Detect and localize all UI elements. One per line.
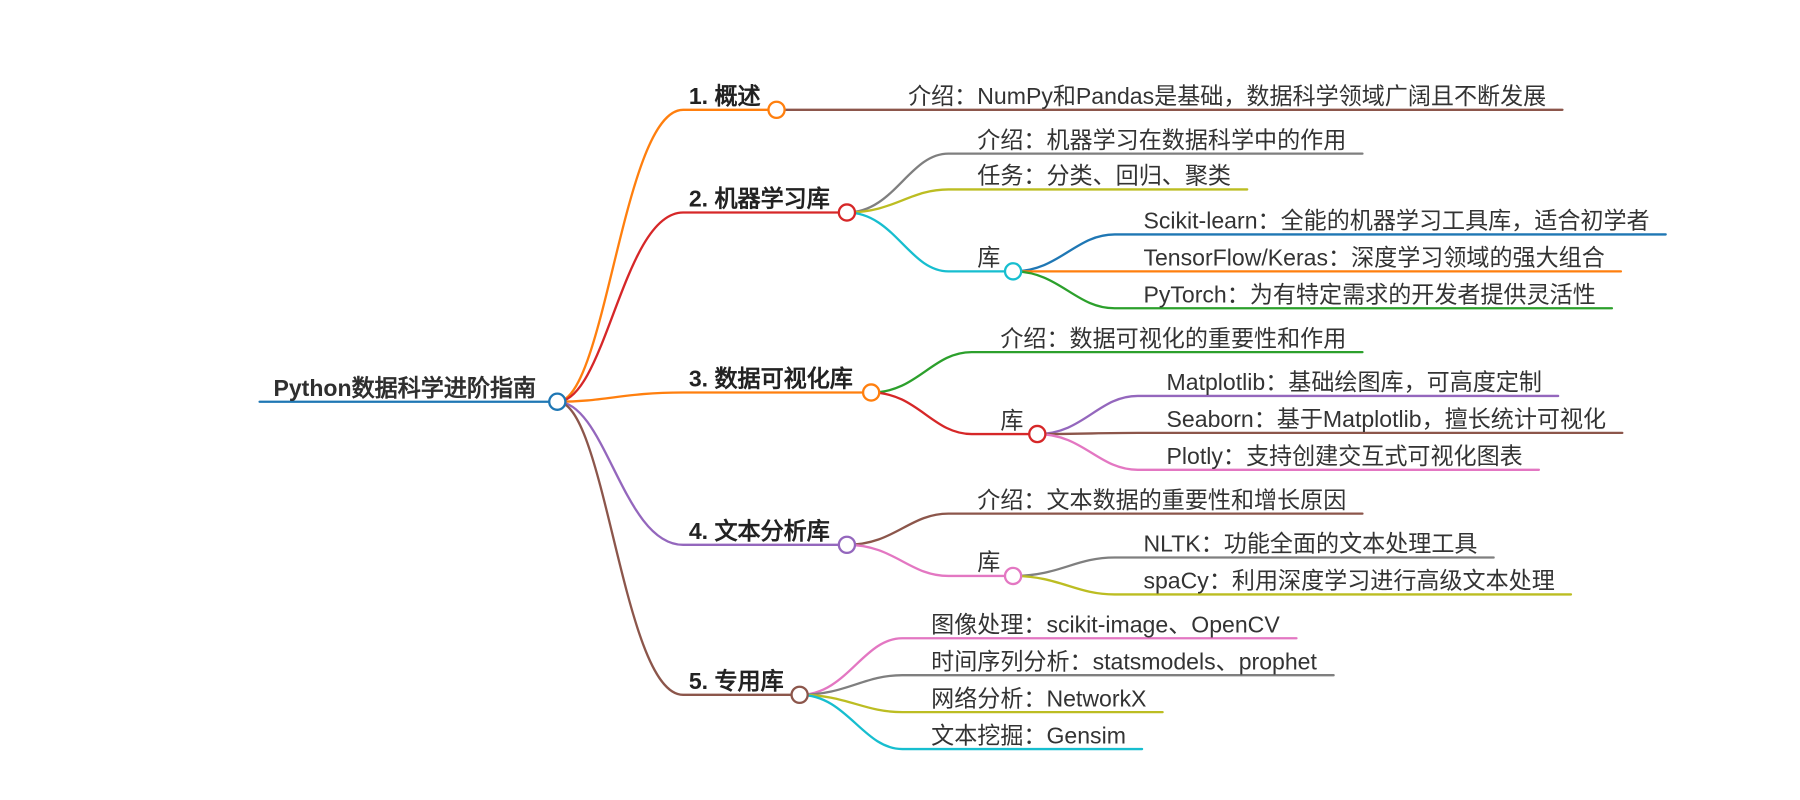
subtopic-node-marker [1028,424,1047,444]
leaf-node: spaCy：利用深度学习进行高级文本处理 [1011,568,1573,596]
leaf-connector [1011,270,1614,310]
leaf-connector [1011,233,1667,273]
root-node-marker [548,392,567,411]
leaf-node: 图像处理：scikit-image、OpenCV [798,612,1298,696]
subtopic-label: 库 [977,549,1000,575]
branch-node-marker [767,100,786,120]
leaf-connector [1036,394,1560,436]
leaf-node: Matplotlib：基础绘图库，可高度定制 [1036,369,1560,436]
branch-connector [556,391,873,403]
leaf-label: Scikit-learn：全能的机器学习工具库，适合初学者 [1143,208,1649,234]
branch-2: 介绍：机器学习在数据科学中的作用 任务：分类、回归、聚类 Scikit-lear… [556,127,1667,403]
branch-4: 介绍：文本数据的重要性和增长原因 NLTK：功能全面的文本处理工具 spaCy：… [556,400,1573,596]
leaf-node: Plotly：支持创建交互式可视化图表 [1036,432,1541,471]
subtopic-label: 库 [1000,407,1023,433]
leaf-label: 介绍：机器学习在数据科学中的作用 [977,127,1346,153]
subtopic-libraries: Scikit-learn：全能的机器学习工具库，适合初学者 TensorFlow… [845,208,1667,310]
branch-node-marker [861,383,881,402]
leaf-node: TensorFlow/Keras：深度学习领域的强大组合 [1011,245,1623,273]
leaf-label: PyTorch：为有特定需求的开发者提供灵活性 [1143,282,1595,308]
subtopic-node-marker [1003,262,1023,281]
leaf-label: Matplotlib：基础绘图库，可高度定制 [1167,369,1542,395]
branch-3: 介绍：数据可视化的重要性和作用 Matplotlib：基础绘图库，可高度定制 S… [556,325,1624,471]
leaf-connector [1036,432,1541,471]
leaf-label: TensorFlow/Keras：深度学习领域的强大组合 [1143,245,1604,271]
leaf-connector [798,693,1144,751]
leaf-connector [845,512,1364,546]
leaf-node: 文本挖掘：Gensim [798,693,1144,751]
leaf-label: 介绍：NumPy和Pandas是基础，数据科学领域广阔且不断发展 [908,83,1546,109]
branch-connector [556,108,778,403]
leaf-label: 文本挖掘：Gensim [931,722,1126,748]
leaf-connector [1011,556,1495,578]
leaf-connector [1036,431,1624,436]
branch-label: 2. 机器学习库 [689,186,830,212]
branch-label: 5. 专用库 [689,668,784,694]
leaf-node: 介绍：数据可视化的重要性和作用 [869,325,1364,394]
leaf-label: 任务：分类、回归、聚类 [977,163,1231,189]
branch-node-marker [837,535,857,555]
leaf-node: 介绍：机器学习在数据科学中的作用 [845,127,1364,214]
subtopic-connector [845,543,1015,578]
leaf-connector [869,350,1364,394]
leaf-label: 图像处理：scikit-image、OpenCV [931,612,1280,638]
mindmap-root: 介绍：NumPy和Pandas是基础，数据科学领域广阔且不断发展 1. 概述 介… [258,83,1667,751]
leaf-connector [798,637,1298,696]
leaf-node: 介绍：NumPy和Pandas是基础，数据科学领域广阔且不断发展 [775,83,1564,111]
leaf-label: Plotly：支持创建交互式可视化图表 [1167,443,1523,469]
leaf-label: 网络分析：NetworkX [931,685,1146,711]
leaf-node: Seaborn：基于Matplotlib，擅长统计可视化 [1036,406,1624,436]
subtopic-label: 库 [977,245,1000,271]
leaf-node: Scikit-learn：全能的机器学习工具库，适合初学者 [1011,208,1667,273]
branch-connector [556,211,849,403]
leaf-node: 介绍：文本数据的重要性和增长原因 [845,487,1364,546]
subtopic-node-marker [1003,566,1023,586]
leaf-connector [845,188,1249,214]
subtopic-connector [845,211,1015,273]
leaf-node: 时间序列分析：statsmodels、prophet [798,648,1335,696]
subtopic-libraries: Matplotlib：基础绘图库，可高度定制 Seaborn：基于Matplot… [869,369,1624,471]
branch-node-marker [837,203,857,222]
branch-1: 介绍：NumPy和Pandas是基础，数据科学领域广阔且不断发展 1. 概述 [556,83,1564,403]
root-label: Python数据科学进阶指南 [273,375,536,401]
leaf-connector [798,693,1164,714]
branch-connector [556,400,849,546]
leaf-connector [1011,574,1573,596]
leaf-label: 时间序列分析：statsmodels、prophet [931,648,1317,674]
branch-label: 1. 概述 [689,83,761,109]
branch-label: 3. 数据可视化库 [689,366,853,392]
branch-5: 图像处理：scikit-image、OpenCV 时间序列分析：statsmod… [556,400,1335,751]
leaf-label: spaCy：利用深度学习进行高级文本处理 [1143,568,1554,594]
leaf-connector [798,674,1335,696]
leaf-label: 介绍：数据可视化的重要性和作用 [1000,325,1346,351]
subtopic-libraries: NLTK：功能全面的文本处理工具 spaCy：利用深度学习进行高级文本处理 库 [845,531,1573,596]
leaf-node: 网络分析：NetworkX [798,685,1164,714]
leaf-label: 介绍：文本数据的重要性和增长原因 [977,487,1346,513]
branch-connector [556,400,801,696]
leaf-label: NLTK：功能全面的文本处理工具 [1143,531,1477,557]
leaf-node: NLTK：功能全面的文本处理工具 [1011,531,1495,578]
branch-node-marker [790,685,809,705]
leaf-node: PyTorch：为有特定需求的开发者提供灵活性 [1011,270,1614,310]
branch-label: 4. 文本分析库 [689,518,830,544]
leaf-connector [845,152,1364,214]
leaf-label: Seaborn：基于Matplotlib，擅长统计可视化 [1167,406,1607,432]
leaf-node: 任务：分类、回归、聚类 [845,163,1249,214]
subtopic-connector [869,391,1039,436]
